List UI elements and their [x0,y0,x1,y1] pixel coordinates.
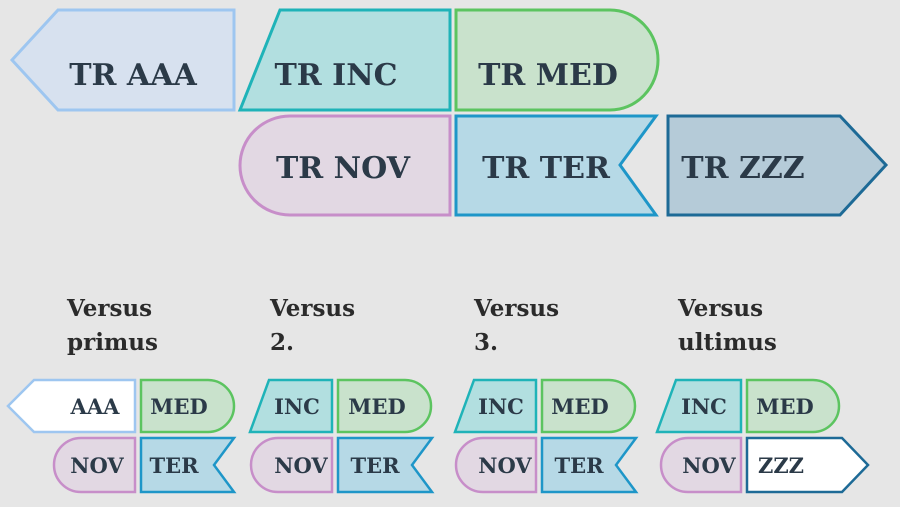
verse-1-label-aaa: AAA [70,394,121,419]
verse-1-heading-line2: primus [67,329,158,356]
verse-2-heading: Versus 2. [270,292,355,360]
verse-2-heading-line1: Versus [270,295,356,322]
legend-label-zzz: TR ZZZ [681,151,804,186]
legend-label-ter: TR TER [482,151,611,186]
notched-right-tag-icon [540,436,639,494]
arrow-left-tag-icon [6,378,137,434]
parallelogram-tag-icon [248,378,334,434]
parallelogram-tag-icon [237,8,452,112]
verse-1-heading-line1: Versus [67,295,153,322]
notched-right-tag-icon [454,114,659,217]
verse-3-label-nov: NOV [478,453,532,478]
legend-tag-nov: TR NOV [238,114,452,217]
legend-label-inc: TR INC [274,58,397,93]
verse-3-heading-line2: 3. [474,329,499,356]
legend-tag-med: TR MED [454,8,660,112]
rounded-left-tag-icon [454,436,538,494]
verse-3-heading-line1: Versus [474,295,560,322]
legend-label-aaa: TR AAA [69,58,197,93]
verse-4-heading-line1: Versus [678,295,764,322]
verse-2-tags: INC MED NOV TER [248,378,435,494]
rounded-left-tag-icon [249,436,334,494]
verse-1-heading: Versus primus [67,292,158,360]
verse-2-label-med: MED [348,394,405,419]
legend-tag-aaa: TR AAA [9,8,236,112]
legend-tag-inc: TR INC [237,8,452,112]
verse-4-label-zzz: ZZZ [758,453,804,478]
verse-4-label-inc: INC [681,394,727,419]
verse-4-label-med: MED [756,394,813,419]
verse-4-label-nov: NOV [682,453,736,478]
verse-1-label-nov: NOV [70,453,124,478]
verse-3-tags: INC MED NOV TER [453,378,639,494]
verse-1-tags: AAA MED NOV TER [6,378,237,494]
verse-3-label-ter: TER [554,453,604,478]
legend-label-nov: TR NOV [276,151,411,186]
verse-3-label-inc: INC [478,394,524,419]
verse-1-label-med: MED [150,394,207,419]
verse-2-label-ter: TER [350,453,400,478]
rounded-right-tag-icon [745,378,841,434]
rounded-right-tag-icon [336,378,433,434]
rounded-right-tag-icon [454,8,660,112]
verse-4-heading: Versus ultimus [678,292,777,360]
verse-1-label-ter: TER [149,453,199,478]
legend-label-med: TR MED [478,58,618,93]
rounded-left-tag-icon [659,436,743,494]
verse-4-heading-line2: ultimus [678,329,777,356]
verse-2-heading-line2: 2. [270,329,295,356]
parallelogram-tag-icon [453,378,538,434]
rounded-left-tag-icon [238,114,452,217]
notched-right-tag-icon [336,436,435,494]
rounded-right-tag-icon [540,378,637,434]
legend-tag-zzz: TR ZZZ [666,114,889,217]
verse-3-label-med: MED [551,394,608,419]
verse-2-label-nov: NOV [274,453,328,478]
verse-4-tags: INC MED NOV ZZZ [655,378,870,494]
arrow-right-tag-icon [666,114,889,217]
rounded-right-tag-icon [139,378,236,434]
verse-2-label-inc: INC [274,394,320,419]
arrow-right-tag-icon [745,436,870,494]
legend-tag-ter: TR TER [454,114,659,217]
notched-right-tag-icon [139,436,237,494]
rounded-left-tag-icon [52,436,137,494]
parallelogram-tag-icon [655,378,743,434]
arrow-left-tag-icon [9,8,236,112]
verse-3-heading: Versus 3. [474,292,559,360]
